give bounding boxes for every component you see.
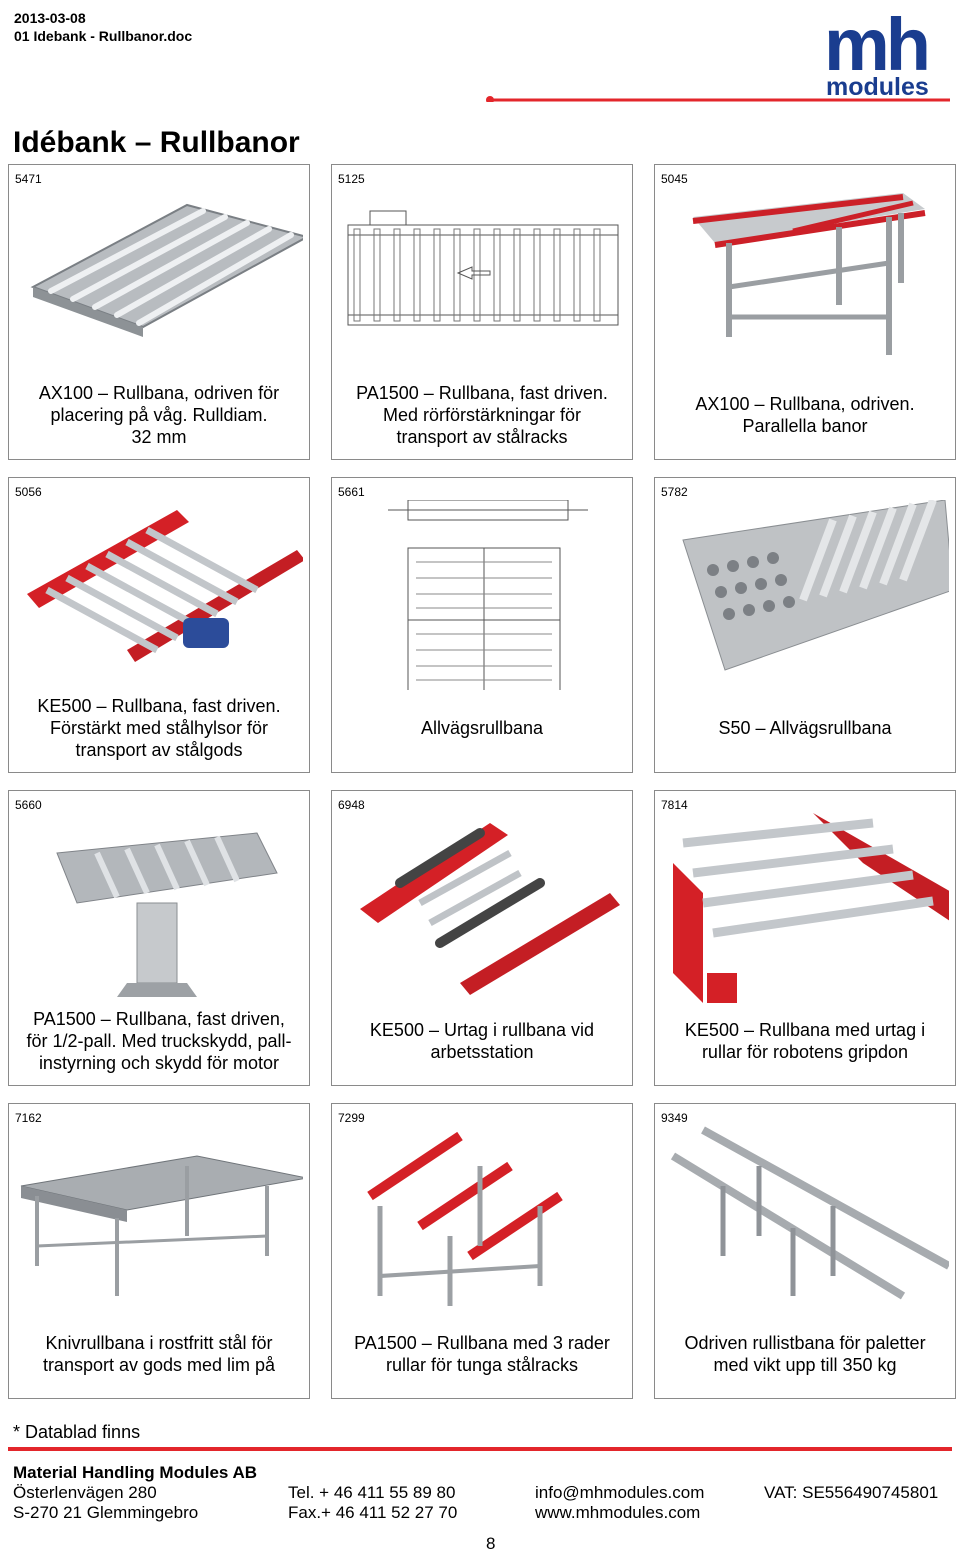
item-caption: KE500 – Rullbana, fast driven. Förstärkt… (37, 696, 281, 760)
item-7814: 7814 KE500 – Rullbana med urtag i rullar… (654, 790, 956, 1086)
logo-modules: modules (826, 73, 929, 101)
item-caption: S50 – Allvägsrullbana (718, 718, 892, 738)
item-5661: 5661 Allvägsrullbana (331, 477, 633, 773)
item-5045: 5045 AX100 – Rullbana, odriven. Parallel… (654, 164, 956, 460)
footer-address-line1: Österlenvägen 280 (13, 1483, 157, 1502)
footer-email-link[interactable]: info@mhmodules.com (535, 1483, 705, 1502)
item-7162: 7162 Knivrullbana i rostfritt stål för t… (8, 1103, 310, 1399)
footer-website-link[interactable]: www.mhmodules.com (535, 1503, 701, 1522)
s50-omnidirectional-conveyor-image (682, 500, 949, 671)
item-caption: KE500 – Urtag i rullbana vid arbetsstati… (369, 1020, 595, 1062)
item-number: 7162 (15, 1111, 42, 1125)
page-number: 8 (486, 1534, 496, 1553)
item-number: 7814 (661, 798, 688, 812)
workstation-conveyor-image (360, 823, 620, 995)
item-9349: 9349 Odriven rullistbana för paletter me… (654, 1103, 956, 1399)
omnidirectional-conveyor-drawing (388, 500, 588, 690)
item-5125: 5125 PA1500 – Rullbana, fast driven. Med… (331, 164, 633, 460)
item-number: 5056 (15, 485, 42, 499)
item-number: 5125 (338, 172, 365, 186)
datasheet-footnote: * Datablad finns (13, 1422, 141, 1442)
item-number: 6948 (338, 798, 365, 812)
item-number: 5045 (661, 172, 688, 186)
footer-red-line (8, 1447, 952, 1451)
item-number: 5660 (15, 798, 42, 812)
logo-mh: mh (824, 6, 927, 86)
item-caption: Knivrullbana i rostfritt stål för transp… (42, 1333, 276, 1375)
footer-company: Material Handling Modules AB (13, 1463, 258, 1482)
item-caption: KE500 – Rullbana med urtag i rullar för … (684, 1020, 926, 1062)
item-caption: AX100 – Rullbana, odriven. Parallella ba… (695, 394, 915, 436)
footer-address-line2: S-270 21 Glemmingebro (13, 1503, 199, 1522)
item-number: 9349 (661, 1111, 688, 1125)
item-caption: Allvägsrullbana (420, 718, 544, 738)
roller-conveyor-drawing (347, 210, 619, 326)
footer-vat: VAT: SE556490745801 (764, 1483, 939, 1502)
header-filename: 01 Idebank - Rullbanor.doc (14, 28, 193, 44)
half-pallet-conveyor-image (56, 832, 278, 997)
item-number: 5782 (661, 485, 688, 499)
footer-fax: Fax.+ 46 411 52 27 70 (288, 1503, 458, 1522)
item-caption: AX100 – Rullbana, odriven för placering … (38, 383, 280, 447)
page-title: Idébank – Rullbanor (13, 126, 300, 159)
header-red-line (486, 96, 950, 102)
robot-gripper-conveyor-image (673, 813, 949, 1003)
parallel-roller-conveyor-image (692, 193, 926, 355)
item-6948: 6948 KE500 – Urtag i rullbana vid arbets… (331, 790, 633, 1086)
item-number: 7299 (338, 1111, 365, 1125)
item-number: 5661 (338, 485, 365, 499)
item-caption: PA1500 – Rullbana, fast driven, för 1/2-… (26, 1009, 292, 1073)
three-row-roller-conveyor-image (367, 1131, 563, 1306)
mh-modules-logo: mh modules (824, 6, 931, 101)
item-caption: PA1500 – Rullbana med 3 rader rullar för… (354, 1333, 610, 1375)
item-number: 5471 (15, 172, 42, 186)
item-5660: 5660 PA1500 – Rullbana, fast driven, för… (8, 790, 310, 1086)
item-caption: Odriven rullistbana för paletter med vik… (684, 1333, 926, 1375)
item-5056: 5056 KE500 – Rullbana, fast driven. Förs… (8, 477, 310, 773)
stainless-knife-roller-conveyor-image (20, 1155, 303, 1296)
roller-conveyor-image (30, 203, 303, 337)
item-5782: 5782 S50 – Allvägsrullbana (654, 477, 956, 773)
item-caption: PA1500 – Rullbana, fast driven. Med rörf… (356, 383, 608, 447)
item-5471: 5471 AX100 – Rullbana, odriven för place… (8, 164, 310, 460)
footer-phone: Tel. + 46 411 55 89 80 (288, 1483, 456, 1502)
driven-roller-conveyor-image (27, 510, 303, 662)
item-7299: 7299 PA1500 – Rullbana med 3 rader rulla… (331, 1103, 633, 1399)
header-date: 2013-03-08 (14, 10, 86, 26)
pallet-roller-track-image (670, 1126, 949, 1300)
